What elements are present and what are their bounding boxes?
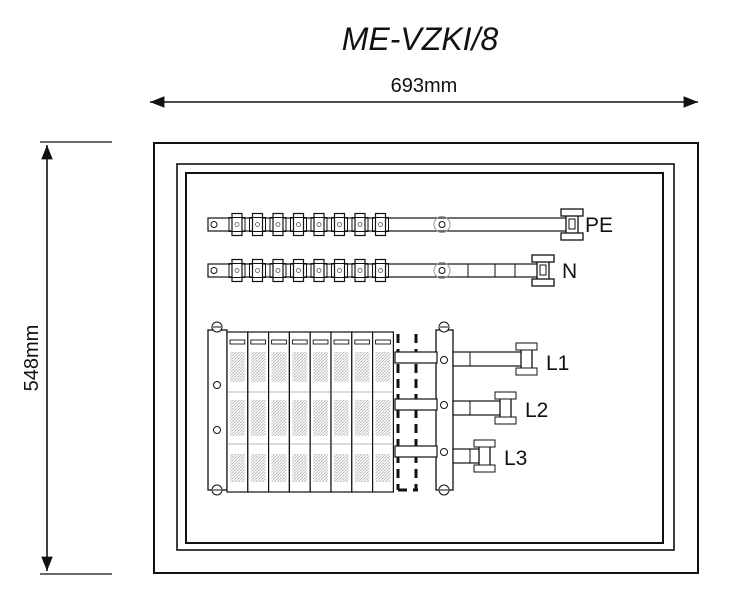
module-strip [351, 331, 374, 493]
n-terminal [351, 258, 369, 283]
n-bolt [531, 254, 555, 287]
pe-terminal [351, 212, 369, 237]
pe-terminal [331, 212, 348, 237]
phase-output-l3: L3 [452, 439, 527, 473]
module-strip [226, 331, 249, 493]
phase-label-l1: L1 [546, 352, 569, 375]
pe-label: PE [585, 214, 613, 237]
pe-terminal [310, 212, 328, 237]
n-terminal [310, 258, 328, 283]
pe-terminal [290, 212, 307, 237]
pe-bolt [560, 208, 584, 241]
module-strip [330, 331, 353, 493]
n-terminal [269, 258, 287, 283]
height-label: 548mm [21, 325, 43, 392]
pe-terminal [372, 212, 389, 237]
n-terminal [331, 258, 348, 283]
n-terminal [290, 258, 307, 283]
n-busbar: N [207, 254, 577, 287]
n-label: N [562, 260, 577, 283]
module-strip [268, 331, 291, 493]
module-strips [226, 331, 395, 493]
module-strip [309, 331, 332, 493]
module-strip [372, 331, 395, 493]
width-dimension: 693mm [150, 75, 698, 108]
distribution-block [207, 321, 454, 496]
spare-slot-bars [394, 351, 438, 458]
enclosure-frame [153, 142, 699, 574]
module-strip [247, 331, 270, 493]
drawing-title: ME-VZKI/8 [342, 21, 499, 57]
n-terminal [249, 258, 266, 283]
n-terminals [228, 258, 389, 283]
spare-slot [396, 334, 418, 492]
height-dimension: 548mm [21, 141, 112, 575]
pe-busbar: PE [207, 208, 613, 241]
pe-terminal [228, 212, 246, 237]
phase-output-l1: L1 [452, 342, 569, 376]
pe-terminals [228, 212, 389, 237]
pe-terminal [269, 212, 287, 237]
phase-label-l3: L3 [504, 447, 527, 470]
phase-outputs: L1 L2 L3 [452, 342, 569, 473]
pe-terminal [249, 212, 266, 237]
phase-output-l2: L2 [452, 391, 548, 425]
module-strip [288, 331, 311, 493]
width-label: 693mm [391, 75, 458, 97]
n-terminal [228, 258, 246, 283]
n-terminal [372, 258, 389, 283]
phase-label-l2: L2 [525, 399, 548, 422]
